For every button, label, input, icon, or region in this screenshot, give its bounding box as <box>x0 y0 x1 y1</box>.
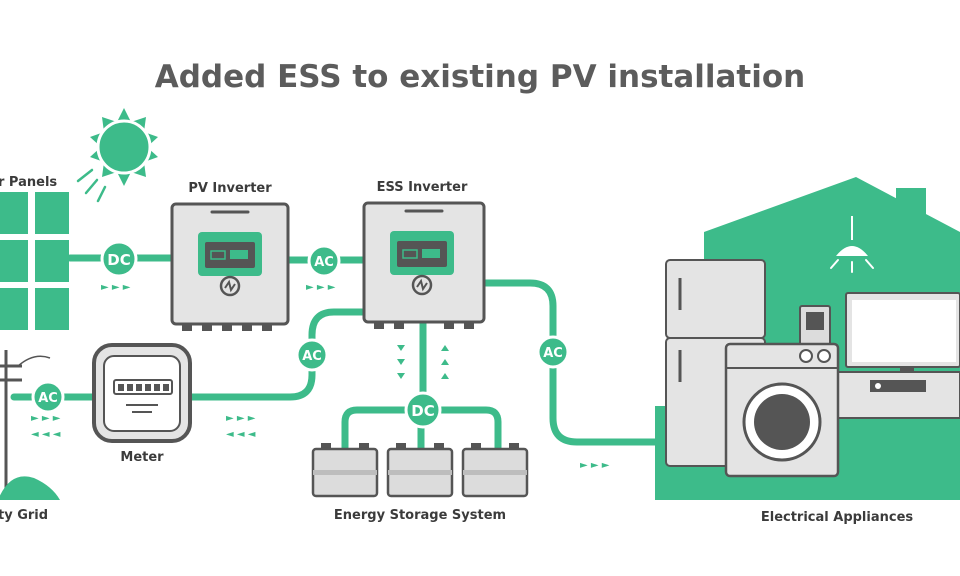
house <box>655 177 960 500</box>
ess-inverter-label: ESS Inverter <box>377 180 468 195</box>
ac-label: AC <box>314 255 334 270</box>
connector-badge-ac-ess-house: AC <box>536 335 570 369</box>
inverter-logo-icon <box>411 274 433 296</box>
flow-arrows: ► ► ► ► ► ► ► ► ► ◄ ◄ ◄ ► ► ► ◄ ◄ ◄ ► ► … <box>31 282 610 471</box>
appliances-label: Electrical Appliances <box>761 510 914 525</box>
pv-inverter <box>170 202 290 331</box>
ac-label: AC <box>302 349 322 364</box>
utility-pole-icon <box>0 350 51 498</box>
flow-arrow-right: ► ► ► <box>580 460 610 471</box>
electric-meter <box>92 343 192 443</box>
flow-arrow-left: ◄ ◄ ◄ <box>31 429 61 440</box>
battery-icon <box>461 443 529 498</box>
ceiling-lamp-icon <box>830 216 874 273</box>
vertical-flow-arrows <box>397 345 449 379</box>
connector-badge-dc-panels: DC <box>100 240 138 278</box>
utility-grid-label: ty Grid <box>0 508 48 523</box>
meter-label: Meter <box>120 450 164 465</box>
dc-label: DC <box>411 402 434 420</box>
television-icon <box>845 292 960 375</box>
solar-panels-label: r Panels <box>0 175 57 190</box>
dc-label: DC <box>107 251 130 269</box>
flow-arrow-right: ► ► ► <box>306 282 336 293</box>
bush-icon <box>0 476 60 500</box>
washing-machine-icon <box>724 342 840 478</box>
solar-panel-array <box>0 192 69 330</box>
connector-badge-ac-grid-meter: AC <box>31 380 65 414</box>
ac-label: AC <box>543 346 563 361</box>
line-ess-house <box>480 279 664 446</box>
diagram-title: Added ESS to existing PV installation <box>155 59 806 95</box>
battery-icon <box>311 443 379 498</box>
ac-label: AC <box>38 391 58 406</box>
connector-badge-ac-meter-ess: AC <box>295 338 329 372</box>
flow-arrow-left: ◄ ◄ ◄ <box>226 429 256 440</box>
chimney-icon <box>896 188 926 228</box>
connector-badge-ac-pv-ess: AC <box>307 244 341 278</box>
sun-icon <box>76 108 158 203</box>
energy-storage-label: Energy Storage System <box>334 508 506 523</box>
flow-arrow-right: ► ► ► <box>31 413 61 424</box>
ess-inverter <box>362 201 486 329</box>
coffee-maker-icon <box>799 305 831 347</box>
oven-icon <box>833 371 960 419</box>
connector-badge-dc-battery: DC <box>404 391 442 429</box>
battery-icon <box>386 443 454 498</box>
inverter-logo-icon <box>219 275 241 297</box>
battery-bank <box>311 443 529 498</box>
flow-arrow-right: ► ► ► <box>101 282 131 293</box>
pv-inverter-label: PV Inverter <box>188 181 272 196</box>
flow-arrow-right: ► ► ► <box>226 413 256 424</box>
